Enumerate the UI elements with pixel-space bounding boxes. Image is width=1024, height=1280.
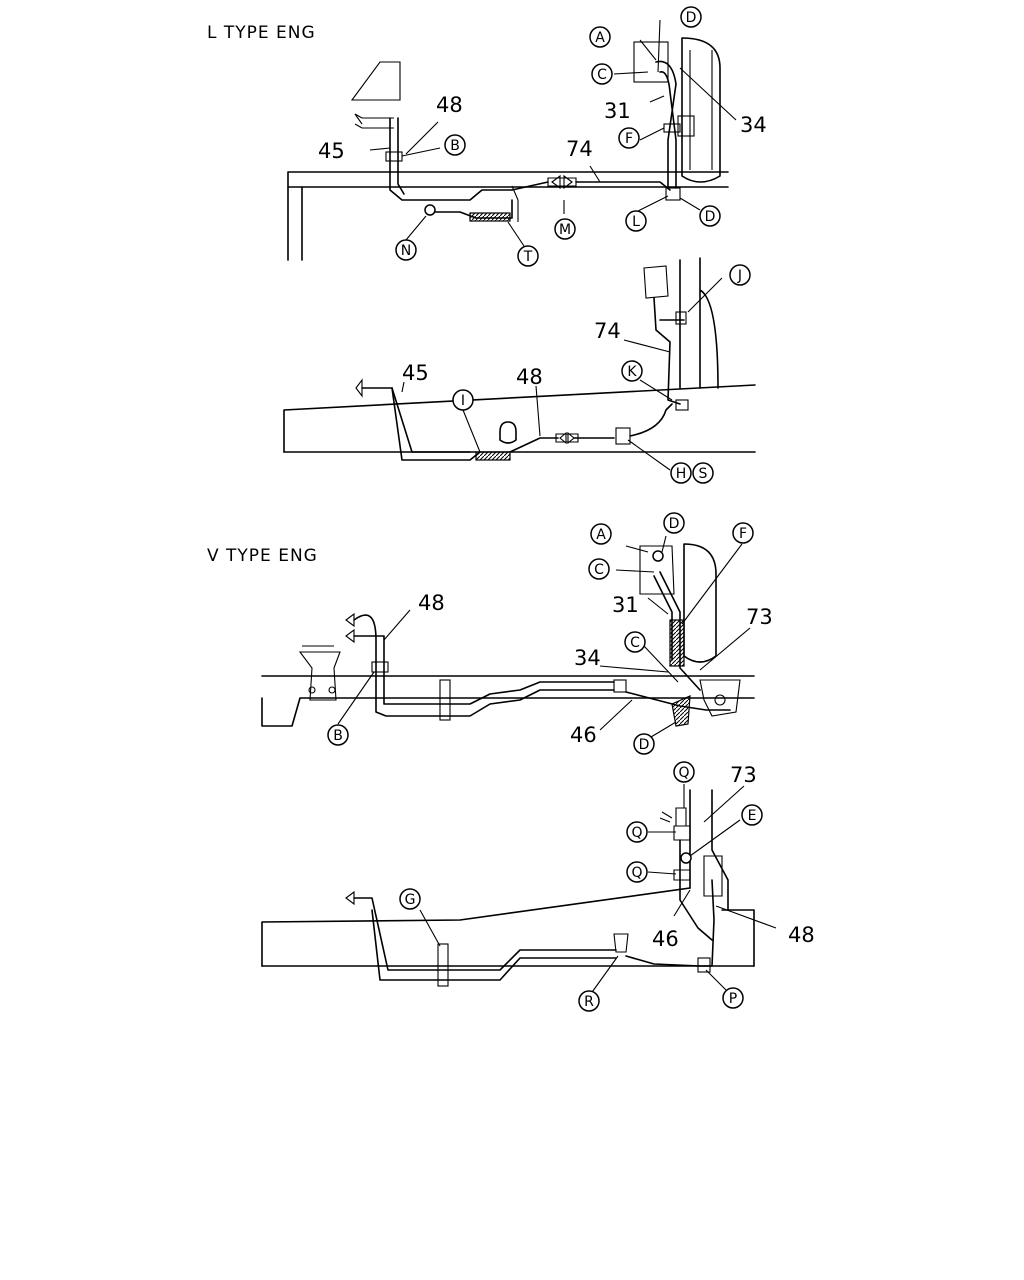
svg-text:E: E (748, 808, 757, 824)
part-31-label-v1: 31 (612, 593, 639, 617)
svg-text:P: P (729, 991, 737, 1007)
callout-m: M (554, 218, 576, 240)
l-type-lower-view: 45 48 74 J I K H S (283, 257, 756, 484)
svg-text:G: G (405, 892, 416, 908)
callout-t: T (517, 245, 539, 267)
callout-q: Q (626, 821, 648, 843)
part-48-label-v1: 48 (418, 591, 445, 615)
callout-c: C (624, 631, 646, 653)
svg-text:J: J (737, 268, 742, 284)
part-74-label-l2: 74 (594, 319, 621, 343)
svg-text:T: T (523, 249, 533, 265)
svg-text:A: A (596, 527, 606, 543)
part-73-label-v1: 73 (746, 605, 773, 629)
svg-text:M: M (559, 222, 571, 238)
v-type-upper-view: V TYPE ENG 48 31 73 34 46 A D F C C (207, 512, 773, 755)
part-48-label-l1: 48 (436, 93, 463, 117)
callout-d: D (680, 6, 702, 28)
svg-text:F: F (739, 526, 747, 542)
callout-d: D (633, 733, 655, 755)
svg-text:A: A (595, 30, 605, 46)
part-48-label-v2: 48 (788, 923, 815, 947)
callout-n: N (395, 239, 417, 261)
svg-text:L: L (632, 214, 640, 230)
callout-a: A (589, 26, 611, 48)
svg-text:D: D (669, 516, 680, 532)
callout-f: F (618, 127, 640, 149)
part-34-label-v1: 34 (574, 646, 601, 670)
section-title-v-type: V TYPE ENG (207, 546, 318, 566)
part-45-label-l1: 45 (318, 139, 345, 163)
svg-text:Q: Q (631, 865, 642, 881)
svg-text:C: C (597, 67, 607, 83)
part-74-label-l1: 74 (566, 137, 593, 161)
callout-b: B (327, 724, 349, 746)
svg-text:D: D (686, 10, 697, 26)
callout-b: B (444, 134, 466, 156)
svg-text:B: B (450, 138, 460, 154)
callout-s: S (692, 462, 714, 484)
svg-text:Q: Q (678, 765, 689, 781)
l-type-upper-view: L TYPE ENG 48 45 74 31 (207, 6, 767, 267)
callout-i: I (452, 389, 474, 411)
callout-q: Q (673, 761, 695, 783)
svg-text:S: S (699, 466, 708, 482)
v-type-lower-view: 73 46 48 Q Q E Q G R P (261, 761, 815, 1012)
callout-j: J (729, 264, 751, 286)
callout-h: H (670, 462, 692, 484)
callout-c: C (591, 63, 613, 85)
callout-l: L (625, 210, 647, 232)
svg-text:D: D (705, 209, 716, 225)
callout-p: P (722, 987, 744, 1009)
svg-text:Q: Q (631, 825, 642, 841)
svg-text:C: C (594, 562, 604, 578)
part-34-label-l1: 34 (740, 113, 767, 137)
svg-text:B: B (333, 728, 343, 744)
part-46-label-v1: 46 (570, 723, 597, 747)
callout-e: E (741, 804, 763, 826)
callout-k: K (621, 360, 643, 382)
callout-f: F (732, 522, 754, 544)
svg-text:C: C (630, 635, 640, 651)
svg-text:R: R (584, 994, 594, 1010)
svg-text:F: F (625, 131, 633, 147)
callout-g: G (399, 888, 421, 910)
section-title-l-type: L TYPE ENG (207, 23, 316, 43)
part-45-label-l2: 45 (402, 361, 429, 385)
callout-d: D (699, 205, 721, 227)
callout-q: Q (626, 861, 648, 883)
part-31-label-l1: 31 (604, 99, 631, 123)
callout-d: D (663, 512, 685, 534)
part-73-label-v2: 73 (730, 763, 757, 787)
svg-text:K: K (627, 364, 637, 380)
callout-r: R (578, 990, 600, 1012)
svg-text:H: H (676, 466, 687, 482)
callout-c: C (588, 558, 610, 580)
svg-text:I: I (461, 393, 465, 409)
svg-text:D: D (639, 737, 650, 753)
callout-a: A (590, 523, 612, 545)
part-48-label-l2: 48 (516, 365, 543, 389)
part-46-label-v2: 46 (652, 927, 679, 951)
svg-text:N: N (401, 243, 411, 259)
